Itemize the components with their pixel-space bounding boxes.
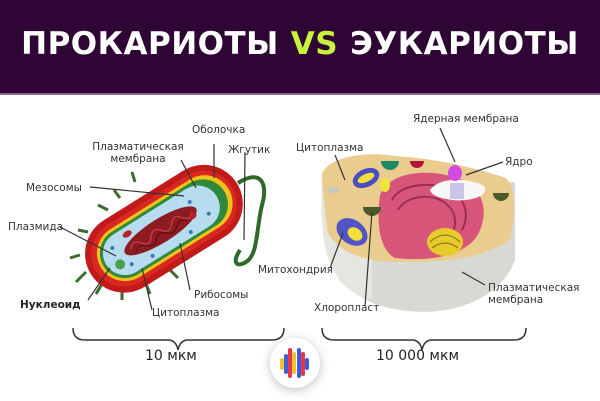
page-title: ПРОКАРИОТЫ VS ЭУКАРИОТЫ — [0, 26, 600, 62]
label-plasmid: Плазмида — [8, 221, 64, 233]
title-eukaryotes: ЭУКАРИОТЫ — [350, 26, 579, 62]
brace-eukaryote — [321, 327, 527, 351]
label-cytoplasm-eukaryote: Цитоплазма — [296, 142, 364, 154]
header-banner: ПРОКАРИОТЫ VS ЭУКАРИОТЫ — [0, 0, 600, 95]
eukaryote-cell-illustration — [321, 154, 515, 312]
label-nucleoid: Нуклеоид — [20, 299, 81, 311]
brand-logo — [270, 338, 320, 388]
label-shell: Оболочка — [192, 124, 246, 136]
title-vs: VS — [290, 26, 339, 62]
bacterium-illustration — [69, 164, 267, 300]
label-nuclear-membrane: Ядерная мембрана — [413, 113, 519, 125]
brace-prokaryote — [72, 327, 285, 351]
prokaryote-leader-lines — [59, 144, 246, 311]
label-mitochondria: Митохондрия — [258, 264, 333, 276]
label-cytoplasm-prokaryote: Цитоплазма — [152, 307, 220, 319]
label-nucleus: Ядро — [505, 156, 533, 168]
title-prokaryotes: ПРОКАРИОТЫ — [21, 26, 279, 62]
eukaryote-leader-lines — [329, 127, 504, 307]
scale-eukaryote: 10 000 мкм — [376, 348, 460, 364]
scale-prokaryote: 10 мкм — [145, 348, 197, 364]
label-ribosomes: Рибосомы — [194, 289, 249, 301]
brain-logo-icon — [280, 348, 309, 378]
label-mesosomes: Мезосомы — [26, 182, 82, 194]
label-flagellum: Жгутик — [228, 144, 271, 156]
label-chloroplast: Хлоропласт — [314, 302, 380, 314]
